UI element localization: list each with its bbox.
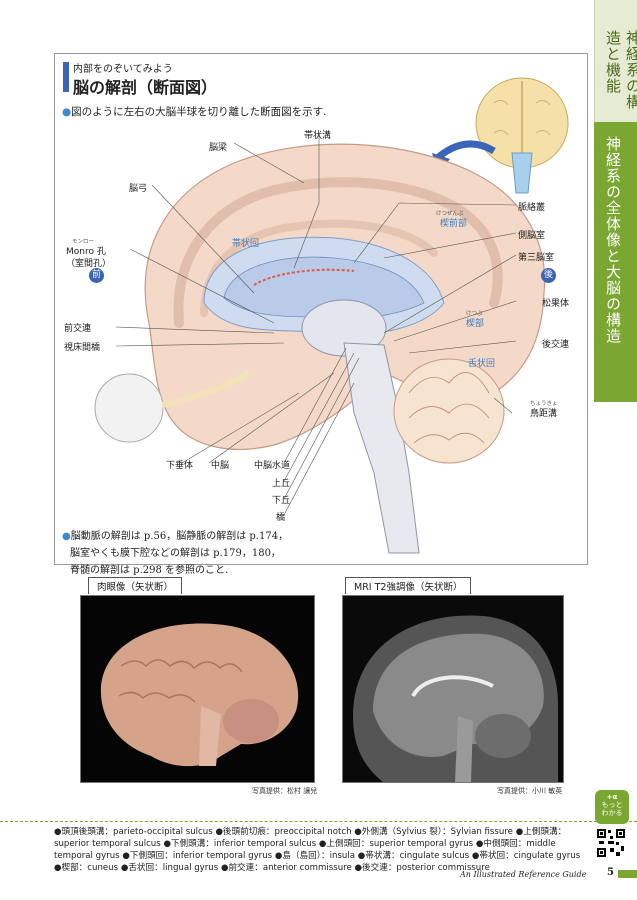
glossary-item: ●下側頭回：inferior temporal gyrus (122, 851, 273, 861)
photo-credit-mri: 写真提供：小川 敏英 (497, 787, 563, 795)
label-third-ventricle: 第三脳室 (518, 253, 555, 263)
glossary-item: ●舌状回：lingual gyrus (120, 863, 219, 873)
label-posterior-commissure: 後交連 (542, 340, 570, 350)
label-monro-sub: （室間孔） (66, 259, 112, 269)
label-cuneus: 楔部 (466, 319, 485, 329)
glossary-item: ●下側頭溝：inferior temporal sulcus (163, 839, 317, 849)
brain-overview-icon (431, 77, 569, 194)
glossary-item: ●外側溝（Sylvius 裂）：Sylvian fissure (354, 827, 513, 837)
glossary-item: ●帯状回：cingulate gyrus (471, 851, 581, 861)
label-superior-colliculus: 上丘 (272, 479, 291, 489)
glossary-item: ●上側頭溝：superior temporal sulcus (54, 827, 567, 849)
photo-tab-mri: MRI T2強調像（矢状断） (345, 577, 472, 594)
mri-photo (342, 595, 564, 783)
label-choroid-plexus: 脈絡叢 (518, 203, 546, 213)
label-monro: Monro 孔 (66, 247, 106, 257)
glossary-item: ●島（島回）：insula (274, 851, 356, 861)
label-interthalamic: 視床間橋 (64, 343, 101, 353)
glossary-item: ●中側頭回：middle temporal gyrus (54, 839, 556, 861)
glossary-item: ●前交連：anterior commissure (220, 863, 352, 873)
note-line-3: 脊髄の解剖は p.298 を参照のこと. (70, 565, 229, 576)
label-lateral-ventricle: 側脳室 (518, 231, 546, 241)
chapter-tab-label: 神経系の構造と機能 (604, 30, 637, 110)
section-tab[interactable]: 神経系の全体像と大脳の構造 (594, 122, 637, 402)
label-lingual: 舌状回 (468, 359, 496, 369)
page-number-bar (618, 870, 637, 878)
label-cingulate-gyrus: 帯状回 (232, 239, 260, 249)
page-title: 脳の解剖（断面図） (73, 78, 218, 97)
posterior-marker: 後 (541, 268, 556, 283)
note-line-1: 脳動脈の解剖は p.56，脳静脈の解剖は p.174， (70, 531, 289, 542)
glossary-item: ●楔部：cuneus (54, 863, 119, 873)
ruby-monro: モンロー (72, 239, 95, 245)
anterior-marker: 前 (89, 268, 104, 283)
label-pons: 橋 (276, 513, 286, 523)
badge-line-3: わかる (601, 809, 623, 817)
note-line-2: 脳室やくも膜下腔などの解剖は p.179，180， (70, 548, 281, 559)
label-aqueduct: 中脳水道 (254, 461, 291, 471)
photo-credit-gross: 写真提供：松村 讓兒 (252, 787, 318, 795)
label-cingulate-sulcus: 帯状溝 (304, 131, 332, 141)
label-inferior-colliculus: 下丘 (272, 496, 291, 506)
label-hypophysis: 下垂体 (166, 461, 194, 471)
figure-frame (54, 53, 588, 565)
label-midbrain: 中脳 (211, 461, 230, 471)
header-accent-bar (63, 62, 69, 92)
label-pineal: 松果体 (542, 299, 570, 309)
ruby-cuneus: けつぶ (466, 311, 483, 317)
gross-specimen-photo (80, 595, 315, 783)
glossary-item: ●頭頂後頭溝：parieto-occipital sulcus (54, 827, 213, 837)
glossary-item: ●後頭前切痕：preoccipital notch (215, 827, 352, 837)
ruby-calcarine: ちょうきょ (530, 401, 558, 407)
qr-code-icon[interactable] (596, 828, 626, 858)
book-title: An Illustrated Reference Guide (460, 870, 587, 879)
brain-illustration (94, 77, 569, 554)
reference-note: ●脳動脈の解剖は p.56，脳静脈の解剖は p.174， 脳室やくも膜下腔などの… (62, 528, 288, 579)
footer-divider (0, 821, 637, 822)
chapter-tab[interactable]: 神経系の構造と機能 (594, 0, 637, 122)
ruby-precuneus: けつぜんぶ (436, 211, 464, 217)
label-calcarine: 鳥距溝 (530, 409, 558, 419)
badge-line-2: もっと (601, 801, 623, 809)
photo-tab-gross: 肉眼像（矢状断） (88, 577, 183, 594)
glossary: ●頭頂後頭溝：parieto-occipital sulcus ●後頭前切痕：p… (54, 826, 584, 874)
label-corpus-callosum: 脳梁 (209, 143, 228, 153)
glossary-item: ●後交連：posterior commissure (354, 863, 490, 873)
more-info-badge[interactable]: +α もっと わかる (595, 790, 629, 824)
page-number: 5 (607, 867, 614, 878)
intro-sentence: 図のように左右の大脳半球を切り離した断面図を示す. (71, 106, 327, 118)
glossary-item: ●上側頭回：superior temporal gyrus (318, 839, 474, 849)
label-anterior-commissure: 前交連 (64, 324, 92, 334)
intro-text: ●図のように左右の大脳半球を切り離した断面図を示す. (62, 106, 327, 118)
label-precuneus: 楔前部 (440, 219, 468, 229)
badge-line-1: +α (606, 793, 618, 801)
glossary-item: ●帯状溝：cingulate sulcus (357, 851, 470, 861)
label-fornix: 脳弓 (129, 184, 148, 194)
header-subtitle: 内部をのぞいてみよう (73, 64, 173, 75)
section-tab-label: 神経系の全体像と大脳の構造 (604, 136, 622, 344)
